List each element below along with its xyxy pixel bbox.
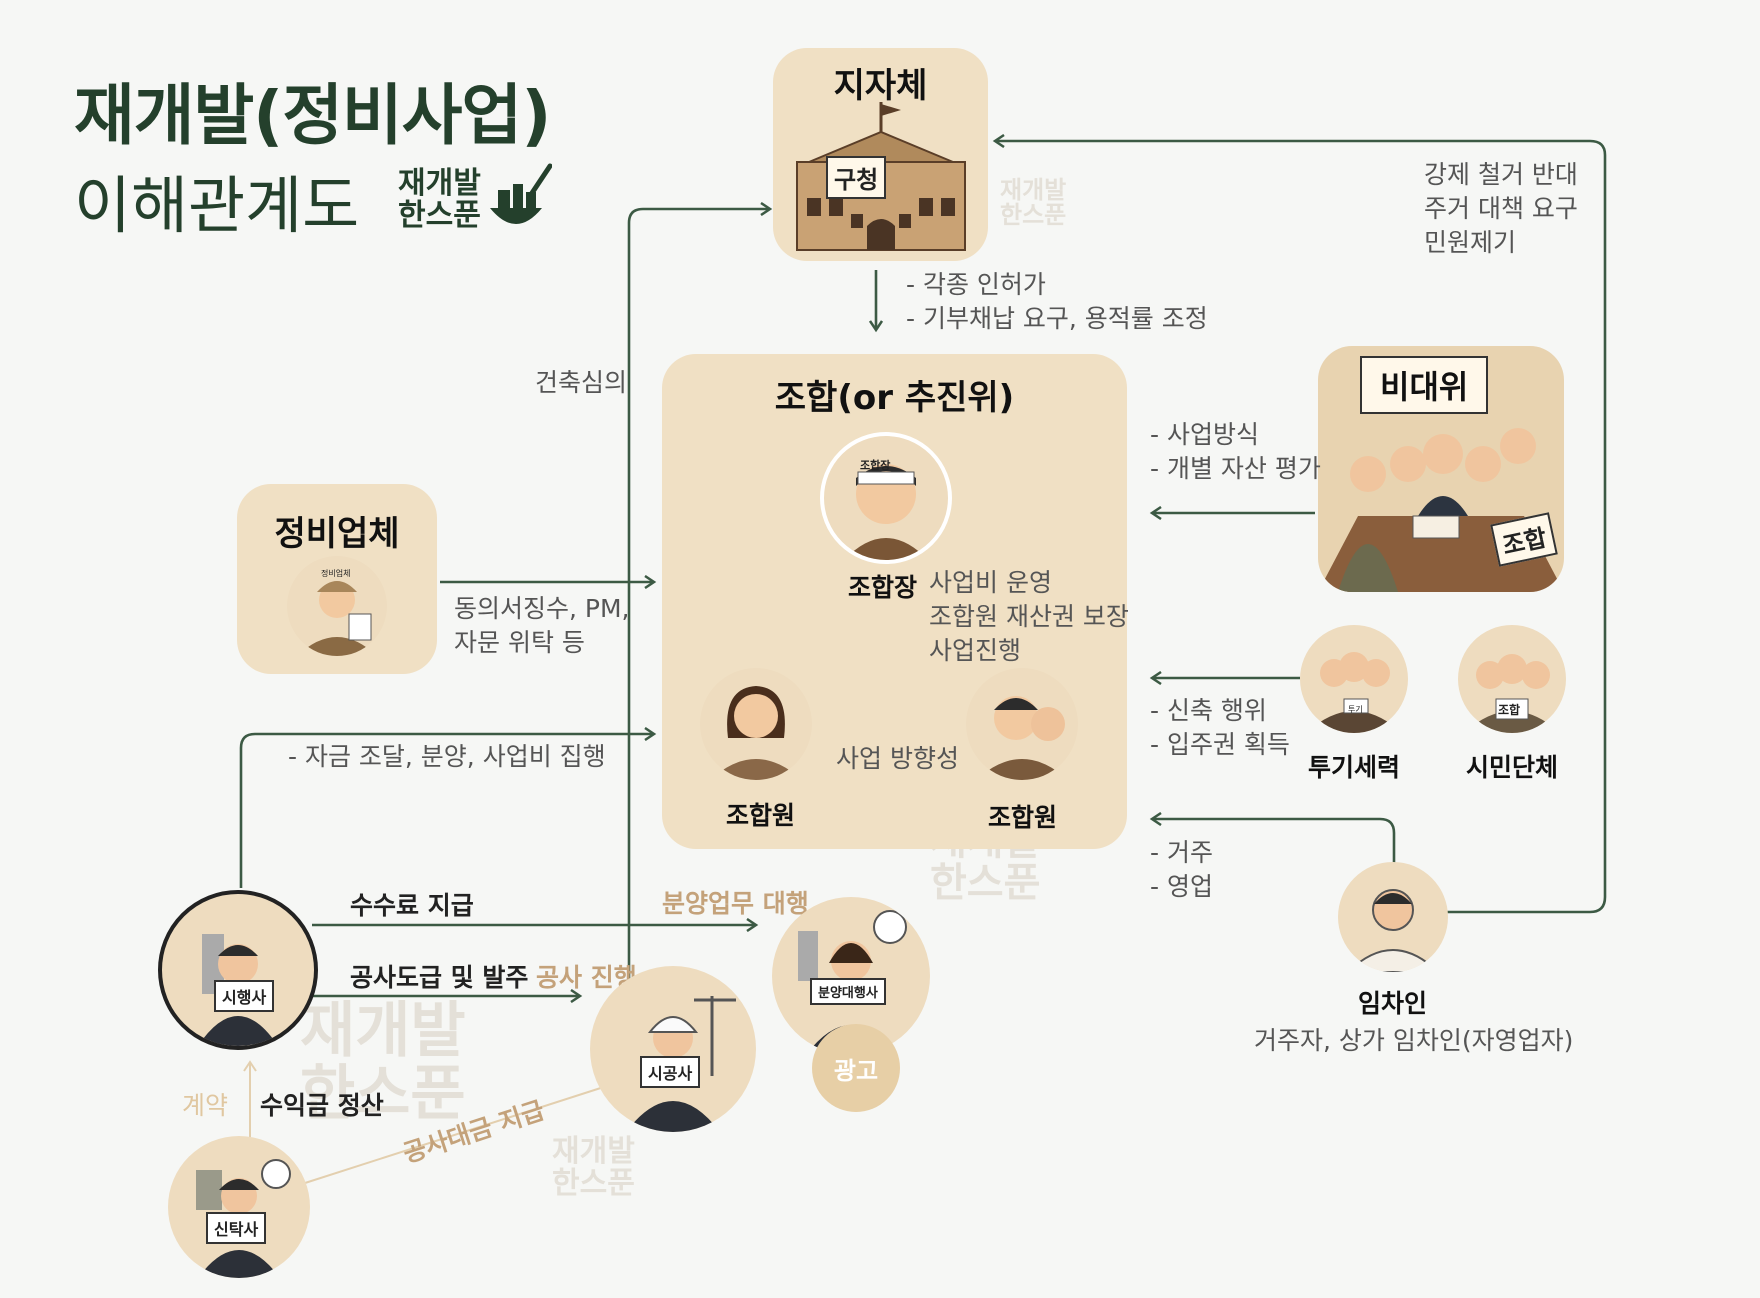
arrow-review-to-gov — [627, 209, 770, 1000]
gov-to-union-label-1: - 각종 인허가 — [906, 270, 1046, 299]
civic-groups-avatar — [1458, 625, 1566, 733]
fee-payment-label: 수수료 지급 — [350, 891, 474, 920]
union-member-left-name: 조합원 — [726, 801, 796, 830]
gov-to-union-label-2: - 기부채납 요구, 용적률 조정 — [906, 304, 1208, 333]
speculators-label: 투기세력 — [1308, 753, 1401, 782]
contract-label: 계약 — [182, 1091, 229, 1120]
tenant-label: 임차인 — [1358, 989, 1428, 1018]
ad-badge: 광고 — [812, 1024, 900, 1112]
chief-role-2: 조합원 재산권 보장 — [929, 602, 1129, 631]
ad-badge-label: 광고 — [833, 1056, 879, 1085]
speculators-to-union-label-2: - 입주권 획득 — [1150, 730, 1290, 759]
contractor-firm-label: 정비업체 — [274, 514, 400, 554]
union-chief-avatar — [820, 432, 952, 564]
tenant-subtitle: 거주자, 상가 임차인(자영업자) — [1254, 1026, 1574, 1055]
civic-groups-sign: 조합 — [1498, 703, 1521, 717]
profit-settlement-label: 수익금 정산 — [260, 1091, 384, 1120]
building-review-label: 건축심의 — [535, 368, 628, 397]
arrow-tenant-to-union — [1152, 819, 1396, 874]
union-member-left-avatar — [700, 668, 812, 780]
union-member-right-avatar — [966, 668, 1078, 780]
logo: 재개발 한스푼 — [398, 163, 552, 233]
firm-to-union-label-1: 동의서징수, PM, — [454, 594, 630, 623]
tenant-to-union-label-2: - 영업 — [1150, 872, 1213, 901]
union-label: 조합(or 추진위) — [774, 378, 1015, 418]
tenant-to-union-label-1: - 거주 — [1150, 838, 1213, 867]
union-member-right-name: 조합원 — [988, 803, 1058, 832]
union-chief-name: 조합장 — [848, 573, 918, 602]
construction-order-label: 공사도급 및 발주 — [350, 963, 529, 992]
direction-label: 사업 방향성 — [836, 744, 959, 773]
logo-line2: 한스푼 — [398, 197, 481, 233]
developer-to-union-label: - 자금 조달, 분양, 사업비 집행 — [288, 742, 606, 771]
arrow-developer-to-union — [239, 734, 654, 888]
chief-role-3: 사업진행 — [929, 636, 1022, 665]
tenant-to-gov-label-1: 강제 철거 반대 — [1424, 160, 1578, 189]
city-hall-sign: 구청 — [826, 156, 887, 199]
firm-to-union-label-2: 자문 위탁 등 — [454, 628, 585, 657]
developer-sign: 시행사 — [214, 980, 275, 1012]
speculators-to-union-label-1: - 신축 행위 — [1150, 696, 1267, 725]
opposition-node: 비대위 조합 — [1318, 346, 1564, 592]
sales-proxy-label: 분양업무 대행 — [662, 889, 809, 918]
opposition-label: 비대위 — [1380, 368, 1469, 406]
opposition-to-union-label-2: - 개별 자산 평가 — [1150, 454, 1321, 483]
contractor-firm-node: 정비업체 정비업체 — [237, 484, 437, 674]
tenant-to-gov-label-3: 민원제기 — [1424, 228, 1517, 257]
speculators-sign: 투기 — [1348, 705, 1363, 714]
arrow-tenant-to-gov — [995, 141, 1607, 914]
civic-groups-label: 시민단체 — [1466, 753, 1559, 782]
sales-agency-sign: 분양대행사 — [810, 978, 886, 1005]
opposition-banner: 비대위 — [1360, 356, 1489, 414]
constructor-avatar — [590, 966, 756, 1132]
firm-worker-avatar — [287, 556, 387, 656]
firm-hat-text: 정비업체 — [321, 569, 351, 578]
local-gov-node: 지자체 구청 — [773, 48, 988, 261]
trust-sign: 신탁사 — [206, 1212, 267, 1244]
chief-band-text: 조합장 — [860, 459, 891, 472]
chief-role-1: 사업비 운영 — [929, 568, 1052, 597]
developer-avatar — [158, 890, 318, 1050]
city-hall-icon — [796, 102, 966, 251]
page-title: 재개발(정비사업) — [74, 77, 551, 154]
logo-line1: 재개발 — [398, 166, 481, 201]
local-gov-label: 지자체 — [833, 66, 928, 106]
spoon-bowl-icon — [490, 163, 552, 224]
speculators-avatar — [1300, 625, 1408, 733]
constructor-sign: 시공사 — [640, 1056, 701, 1088]
trust-avatar — [168, 1136, 310, 1278]
tenant-to-gov-label-2: 주거 대책 요구 — [1424, 194, 1578, 223]
opposition-to-union-label-1: - 사업방식 — [1150, 420, 1259, 449]
arrow-construction-payment — [304, 1084, 611, 1184]
tenant-avatar — [1338, 862, 1448, 972]
page-subtitle: 이해관계도 — [74, 169, 360, 242]
